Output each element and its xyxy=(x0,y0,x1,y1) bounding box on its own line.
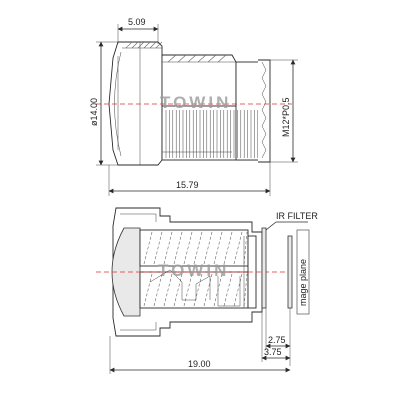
lens-barrel xyxy=(108,41,271,166)
top-view: 5.09 ø14.00 M12*P0.5 15.79 TOWIN xyxy=(89,17,298,196)
ir-filter: IR FILTER xyxy=(261,211,318,309)
lens-hatch-line xyxy=(203,231,213,265)
dim-3-75-label: 3.75 xyxy=(264,347,282,357)
lens-hatch-line xyxy=(203,273,213,307)
lens-hatch-line xyxy=(183,231,193,265)
lens-hatch-line xyxy=(223,231,233,265)
watermark-section: TOWIN xyxy=(158,261,229,280)
lens-hatch-line xyxy=(213,231,223,265)
image-plane-label: mage plane xyxy=(298,259,308,306)
lens-hatch-line xyxy=(143,231,153,265)
lens-hatch-line xyxy=(193,273,203,307)
lens-hatch-line xyxy=(233,273,243,307)
dim-19-00-label: 19.00 xyxy=(188,359,211,369)
lens-hatch-line xyxy=(163,273,173,307)
dim-thread: M12*P0.5 xyxy=(270,59,298,163)
dim-15-79: 15.79 xyxy=(108,162,271,196)
lens-hatch-line xyxy=(143,273,153,307)
dim-19-00: 19.00 xyxy=(109,336,291,374)
dim-2-75-label: 2.75 xyxy=(268,335,286,345)
cap-hatch xyxy=(122,41,163,49)
lens-hatch-line xyxy=(193,231,203,265)
lens-hatch-line xyxy=(163,231,173,265)
lens-hatch-line xyxy=(153,273,163,307)
lens-hatch-line xyxy=(153,231,163,265)
dim-5-09: 5.09 xyxy=(117,17,159,44)
lens-hatch-line xyxy=(173,231,183,265)
lens-hatch-line xyxy=(173,273,183,307)
image-plane: mage plane xyxy=(287,229,310,315)
lens-hatch-line xyxy=(243,231,248,265)
dim-3-75: 3.75 xyxy=(261,312,291,362)
lens-hatch-line xyxy=(223,273,233,307)
ir-filter-label: IR FILTER xyxy=(276,211,318,221)
section-view: IR FILTER mage plane 2.75 3.75 19.00 TO xyxy=(96,207,318,374)
dim-5-09-label: 5.09 xyxy=(128,17,146,27)
lens-hatch-line xyxy=(243,273,248,307)
lens-hatch-line xyxy=(183,273,193,307)
dim-diameter: ø14.00 xyxy=(89,41,118,166)
lens-hatch xyxy=(143,231,248,307)
watermark-top: TOWIN xyxy=(160,93,231,112)
dim-15-79-label: 15.79 xyxy=(176,180,199,190)
dim-thread-label: M12*P0.5 xyxy=(281,97,291,137)
dim-2-75: 2.75 xyxy=(265,308,291,366)
lens-hatch-line xyxy=(233,231,243,265)
dim-diameter-label: ø14.00 xyxy=(89,98,99,126)
